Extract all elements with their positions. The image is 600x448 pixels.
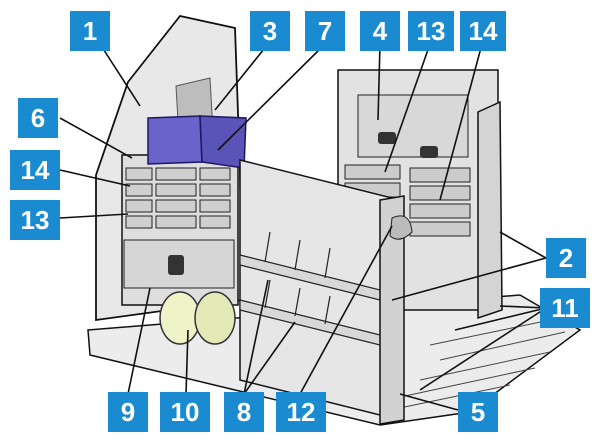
cabinet-latch-icon	[378, 132, 396, 144]
callout-9: 9	[108, 392, 148, 432]
callout-13-top: 13	[408, 11, 454, 51]
cabinet-latch-icon	[420, 146, 438, 158]
callout-2: 2	[546, 238, 586, 278]
callout-3: 3	[250, 11, 290, 51]
callout-13-left: 13	[10, 200, 60, 240]
upper-cabinet	[357, 94, 469, 158]
front-drawers	[125, 167, 231, 229]
gas-cylinder	[159, 291, 201, 345]
leader-lines	[59, 43, 547, 411]
callout-7: 7	[305, 11, 345, 51]
callout-14-left: 14	[10, 150, 60, 190]
side-end-panel	[477, 100, 503, 320]
callout-5: 5	[458, 392, 498, 432]
end-panel	[379, 195, 405, 425]
parts-bin	[199, 115, 247, 169]
callout-10: 10	[160, 392, 210, 432]
parts-bin	[147, 115, 203, 165]
callout-4: 4	[360, 11, 400, 51]
callout-11: 11	[540, 288, 590, 328]
gas-cylinder	[194, 291, 236, 345]
callout-14-top: 14	[460, 11, 506, 51]
hose-reel-hook	[389, 215, 413, 240]
cabinet-latch-icon	[168, 255, 184, 275]
callout-8: 8	[224, 392, 264, 432]
callout-12: 12	[276, 392, 326, 432]
callout-6: 6	[18, 98, 58, 138]
callout-1: 1	[70, 11, 110, 51]
